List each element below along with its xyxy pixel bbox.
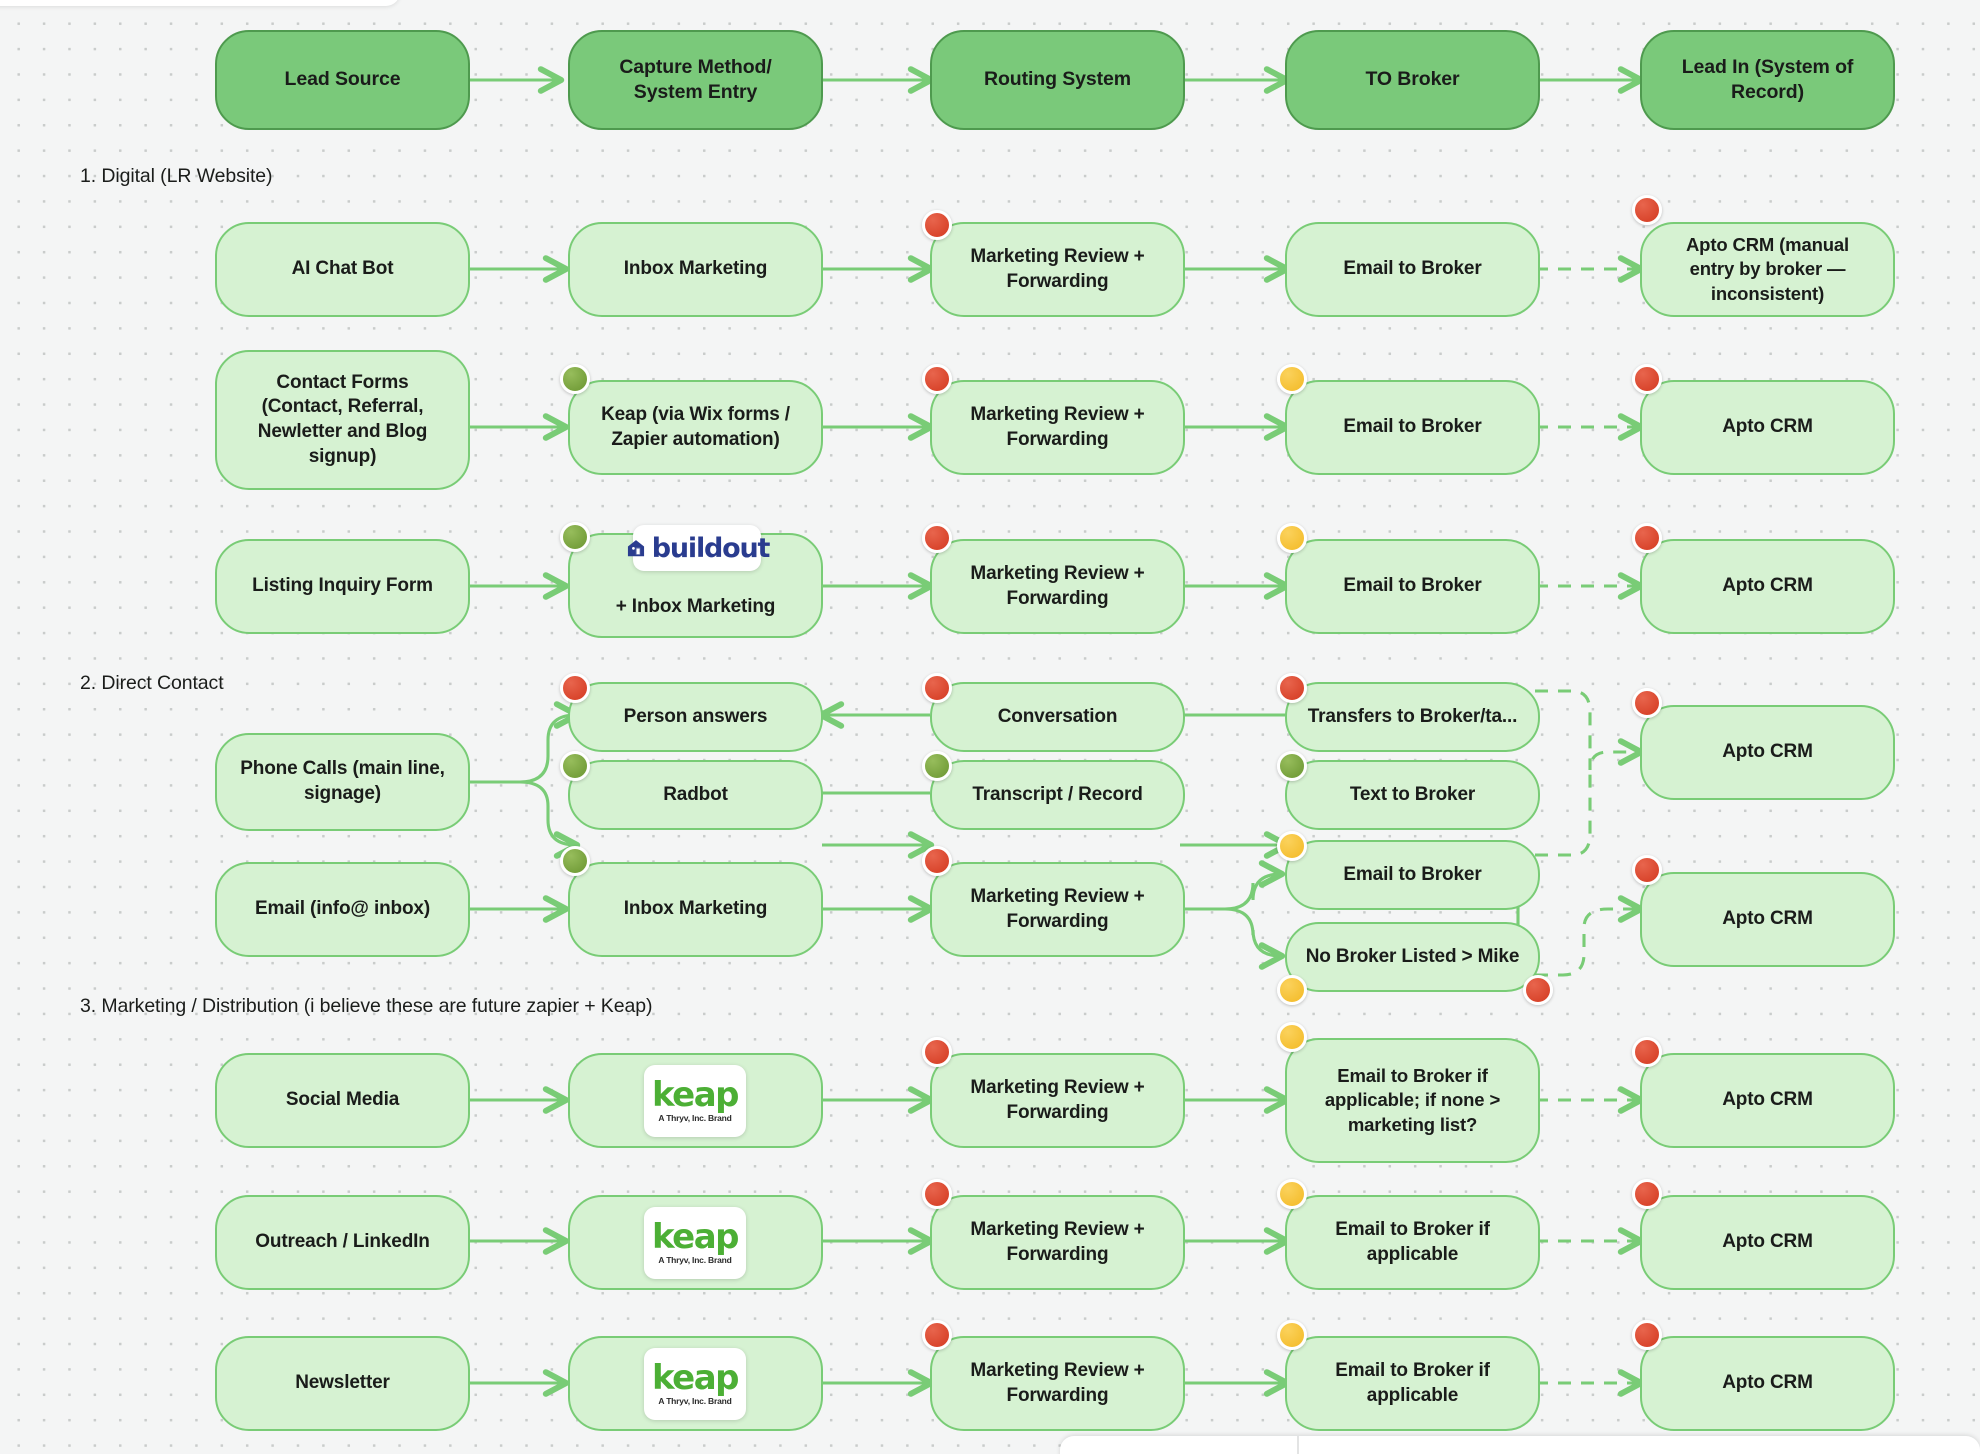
status-dot-green[interactable] — [1277, 751, 1307, 781]
node-radbot[interactable]: Radbot — [568, 760, 823, 830]
status-dot-red[interactable] — [560, 673, 590, 703]
section-label-marketing-distribution: 3. Marketing / Distribution (i believe t… — [80, 995, 653, 1017]
buildout-logo-card: buildout — [627, 525, 770, 571]
section-label-digital: 1. Digital (LR Website) — [80, 165, 273, 187]
keap-subtitle: A Thryv, Inc. Brand — [658, 1113, 732, 1124]
header-to-broker[interactable]: TO Broker — [1285, 30, 1540, 130]
node-person-answers[interactable]: Person answers — [568, 682, 823, 752]
status-dot-red[interactable] — [1632, 688, 1662, 718]
node-email-info-inbox[interactable]: Email (info@ inbox) — [215, 862, 470, 957]
status-dot-red[interactable] — [1632, 855, 1662, 885]
status-dot-red[interactable] — [922, 1037, 952, 1067]
node-email-broker-if-applicable-1[interactable]: Email to Broker if applicable — [1285, 1195, 1540, 1290]
header-lead-in-system-of-record[interactable]: Lead In (System of Record) — [1640, 30, 1895, 130]
node-marketing-review-forwarding-6[interactable]: Marketing Review + Forwarding — [930, 1195, 1185, 1290]
node-keap-wix-zapier[interactable]: Keap (via Wix forms / Zapier automation) — [568, 380, 823, 475]
node-email-to-broker-2[interactable]: Email to Broker — [1285, 380, 1540, 475]
node-email-to-broker-3[interactable]: Email to Broker — [1285, 539, 1540, 634]
status-dot-yellow[interactable] — [1277, 831, 1307, 861]
status-dot-yellow[interactable] — [1277, 1179, 1307, 1209]
keap-logo-card: keap A Thryv, Inc. Brand — [644, 1348, 746, 1420]
node-conversation[interactable]: Conversation — [930, 682, 1185, 752]
status-dot-yellow[interactable] — [1277, 1320, 1307, 1350]
keap-wordmark: keap — [651, 1357, 740, 1398]
status-dot-red[interactable] — [922, 846, 952, 876]
status-dot-red[interactable] — [922, 673, 952, 703]
node-apto-crm-4[interactable]: Apto CRM — [1640, 705, 1895, 800]
status-dot-red[interactable] — [922, 364, 952, 394]
status-dot-red[interactable] — [922, 1179, 952, 1209]
status-dot-red[interactable] — [1632, 1320, 1662, 1350]
node-email-to-broker-4[interactable]: Email to Broker — [1285, 840, 1540, 910]
node-transfers-to-broker[interactable]: Transfers to Broker/ta... — [1285, 682, 1540, 752]
node-marketing-review-forwarding-4[interactable]: Marketing Review + Forwarding — [930, 862, 1185, 957]
status-dot-red[interactable] — [1632, 364, 1662, 394]
node-marketing-review-forwarding-1[interactable]: Marketing Review + Forwarding — [930, 222, 1185, 317]
status-dot-green[interactable] — [922, 751, 952, 781]
keap-logo-card: keap A Thryv, Inc. Brand — [644, 1207, 746, 1279]
status-dot-yellow[interactable] — [1277, 523, 1307, 553]
node-buildout-inbox-marketing[interactable]: + Inbox Marketing — [568, 533, 823, 638]
header-lead-source[interactable]: Lead Source — [215, 30, 470, 130]
status-dot-yellow[interactable] — [1277, 1022, 1307, 1052]
status-dot-red[interactable] — [1632, 523, 1662, 553]
keap-subtitle: A Thryv, Inc. Brand — [658, 1396, 732, 1407]
keap-wordmark: keap — [651, 1074, 740, 1115]
status-dot-red[interactable] — [922, 210, 952, 240]
node-email-broker-if-applicable-marketing-list[interactable]: Email to Broker if applicable; if none >… — [1285, 1038, 1540, 1163]
bottom-toolbar-panel[interactable] — [1060, 1436, 1980, 1454]
buildout-wordmark: buildout — [651, 532, 771, 564]
bottom-toolbar-divider — [1297, 1436, 1299, 1454]
status-dot-red[interactable] — [1632, 195, 1662, 225]
status-dot-yellow[interactable] — [1277, 975, 1307, 1005]
header-routing-system[interactable]: Routing System — [930, 30, 1185, 130]
status-dot-red[interactable] — [1523, 975, 1553, 1005]
status-dot-red[interactable] — [1277, 673, 1307, 703]
top-left-panel-edge — [0, 0, 400, 6]
section-label-direct-contact: 2. Direct Contact — [80, 672, 224, 694]
node-ai-chat-bot[interactable]: AI Chat Bot — [215, 222, 470, 317]
status-dot-green[interactable] — [560, 751, 590, 781]
node-no-broker-listed-mike[interactable]: No Broker Listed > Mike — [1285, 922, 1540, 992]
node-social-media[interactable]: Social Media — [215, 1053, 470, 1148]
node-newsletter[interactable]: Newsletter — [215, 1336, 470, 1431]
keap-logo-card: keap A Thryv, Inc. Brand — [644, 1065, 746, 1137]
node-marketing-review-forwarding-3[interactable]: Marketing Review + Forwarding — [930, 539, 1185, 634]
node-apto-crm-manual-entry[interactable]: Apto CRM (manual entry by broker — incon… — [1640, 222, 1895, 317]
node-transcript-record[interactable]: Transcript / Record — [930, 760, 1185, 830]
status-dot-yellow[interactable] — [1277, 364, 1307, 394]
house-icon — [627, 540, 644, 557]
status-dot-green[interactable] — [560, 846, 590, 876]
node-email-broker-if-applicable-2[interactable]: Email to Broker if applicable — [1285, 1336, 1540, 1431]
node-marketing-review-forwarding-2[interactable]: Marketing Review + Forwarding — [930, 380, 1185, 475]
node-listing-inquiry-form[interactable]: Listing Inquiry Form — [215, 539, 470, 634]
node-apto-crm-8[interactable]: Apto CRM — [1640, 1336, 1895, 1431]
node-apto-crm-2[interactable]: Apto CRM — [1640, 380, 1895, 475]
node-marketing-review-forwarding-7[interactable]: Marketing Review + Forwarding — [930, 1336, 1185, 1431]
node-text-to-broker[interactable]: Text to Broker — [1285, 760, 1540, 830]
header-capture-method[interactable]: Capture Method/ System Entry — [568, 30, 823, 130]
node-contact-forms[interactable]: Contact Forms (Contact, Referral, Newlet… — [215, 350, 470, 490]
keap-wordmark: keap — [651, 1216, 740, 1257]
status-dot-red[interactable] — [1632, 1179, 1662, 1209]
node-outreach-linkedin[interactable]: Outreach / LinkedIn — [215, 1195, 470, 1290]
status-dot-red[interactable] — [1632, 1037, 1662, 1067]
node-inbox-marketing-2[interactable]: Inbox Marketing — [568, 862, 823, 957]
status-dot-red[interactable] — [922, 1320, 952, 1350]
node-apto-crm-7[interactable]: Apto CRM — [1640, 1195, 1895, 1290]
status-dot-green[interactable] — [560, 364, 590, 394]
status-dot-red[interactable] — [922, 523, 952, 553]
node-email-to-broker-1[interactable]: Email to Broker — [1285, 222, 1540, 317]
node-apto-crm-5[interactable]: Apto CRM — [1640, 872, 1895, 967]
node-marketing-review-forwarding-5[interactable]: Marketing Review + Forwarding — [930, 1053, 1185, 1148]
status-dot-green[interactable] — [560, 522, 590, 552]
node-inbox-marketing-1[interactable]: Inbox Marketing — [568, 222, 823, 317]
node-apto-crm-3[interactable]: Apto CRM — [1640, 539, 1895, 634]
keap-subtitle: A Thryv, Inc. Brand — [658, 1255, 732, 1266]
node-phone-calls[interactable]: Phone Calls (main line, signage) — [215, 733, 470, 831]
node-apto-crm-6[interactable]: Apto CRM — [1640, 1053, 1895, 1148]
